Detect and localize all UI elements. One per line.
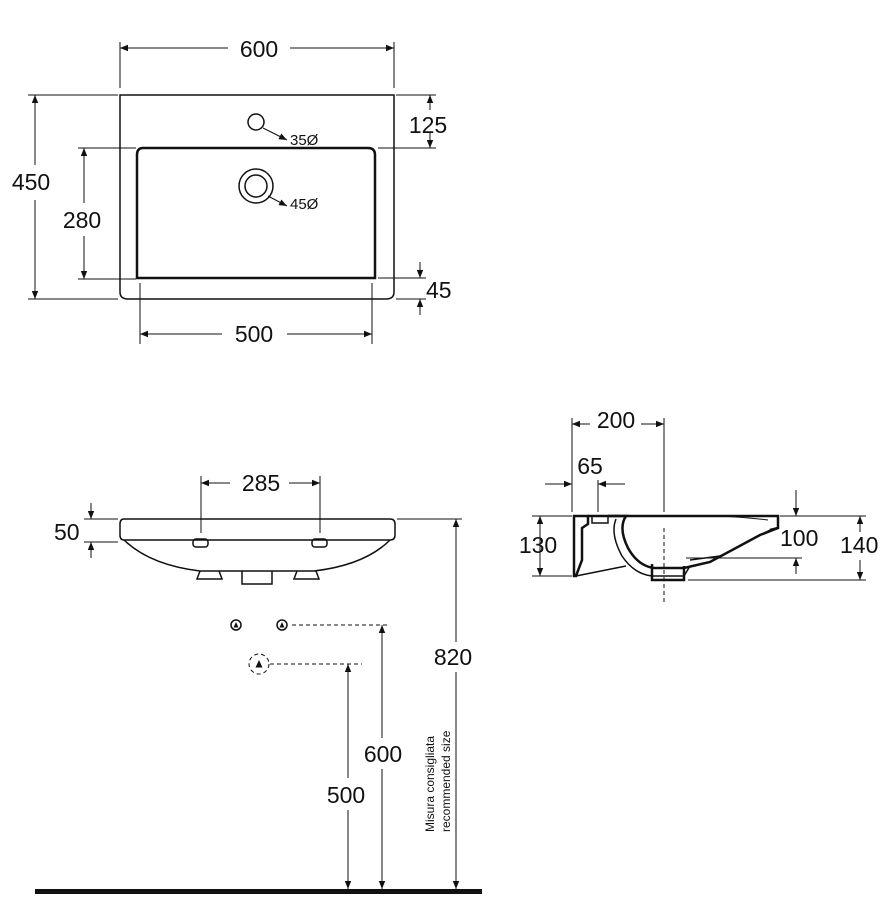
bowl-outline [135,146,377,280]
front-rim [119,518,396,541]
recommended-note-line2: recommended size [439,730,453,832]
floor-line [35,889,482,894]
front-rim-45-label: 45 [426,277,452,303]
left-supply-icon [230,619,242,631]
bowl-depth-280-label: 280 [63,207,101,233]
drain-height-500-label: 500 [327,782,365,808]
drain-inner-icon [244,174,268,198]
side-drain [650,564,686,582]
recommended-note-line1: Misura consigliata [423,736,437,832]
basin-width-500-label: 500 [235,321,273,347]
drain-outlet [241,571,273,585]
right-overflow [311,538,328,548]
depth-450-label: 450 [12,169,50,195]
left-overflow [192,538,209,548]
side-depth-200-label: 200 [597,407,635,433]
left-foot [195,570,224,580]
rim-height-50-label: 50 [54,519,80,545]
drain-hole-label: 45Ø [290,196,319,213]
top-view: 35Ø 45Ø 600 450 280 125 45 [12,36,452,347]
width-600-label: 600 [240,36,278,62]
tap-spacing-285-label: 285 [242,470,280,496]
side-view: 200 65 130 100 140 [519,407,878,604]
install-height-820-label: 820 [434,644,472,670]
tap-hole-icon [247,113,265,131]
drain-point-icon [248,653,270,675]
bowl-section [608,514,779,570]
front-view: 285 50 820 Misura consigliata recommende… [35,470,482,894]
right-foot [292,570,321,580]
drain-outer-icon [238,168,274,204]
bowl-depth-100-label: 100 [780,525,818,551]
tap-hole-label: 35Ø [290,132,319,149]
front-bowl [123,539,391,572]
tap-offset-125-label: 125 [409,112,447,138]
tap-hole-section [591,515,609,524]
total-height-140-label: 140 [840,532,878,558]
right-supply-icon [276,619,288,631]
basin-outline [119,94,395,300]
back-wall [572,514,590,578]
supply-height-600-label: 600 [364,741,402,767]
front-height-130-label: 130 [519,532,557,558]
side-rim-65-label: 65 [577,453,603,479]
